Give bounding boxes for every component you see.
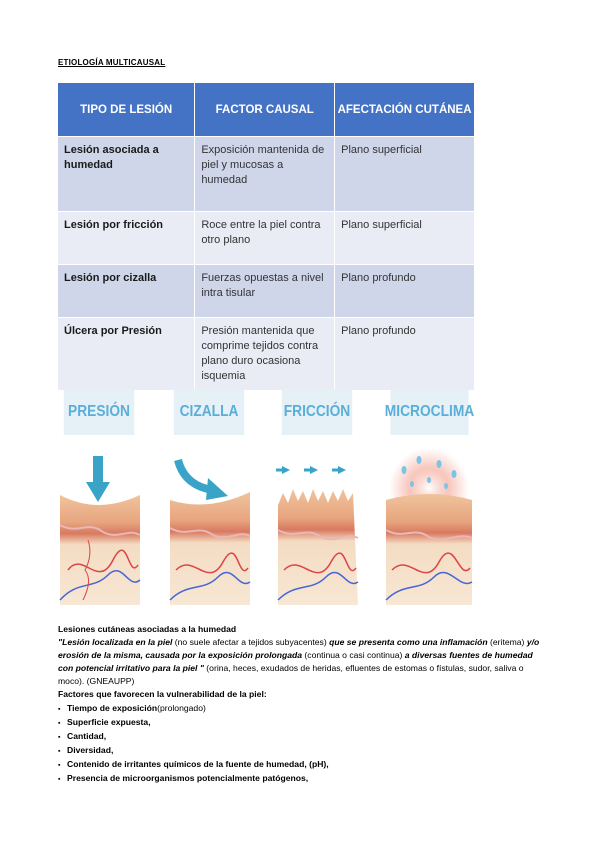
list-item: Presencia de microorganismos potencialme… (58, 772, 548, 786)
quote-part: y/o erosión de la misma, causada por la … (58, 637, 540, 661)
cell-factor: Presión mantenida que comprime tejidos c… (194, 317, 336, 390)
header-afectacion: AFECTACIÓN CUTÁNEA (334, 83, 475, 137)
presion-illustration (59, 456, 141, 605)
table-row: Úlcera por Presión Presión mantenida que… (58, 317, 475, 390)
cell-factor: Roce entre la piel contra otro plano (194, 211, 336, 265)
cizalla-illustration (169, 458, 251, 605)
header-factor-causal: FACTOR CAUSAL (194, 83, 336, 137)
cell-tipo: Lesión por cizalla (58, 264, 196, 318)
skin-damage-illustration (59, 448, 473, 605)
table-row: Lesión asociada a humedad Exposición man… (58, 136, 475, 212)
label-friccion: FRICCIÓN (281, 389, 353, 435)
body-text: Lesiones cutáneas asociadas a la humedad… (58, 623, 548, 786)
cell-tipo: Úlcera por Presión (58, 317, 196, 390)
section-heading: ETIOLOGÍA MULTICAUSAL (58, 58, 166, 67)
label-microclima: MICROCLIMA (385, 389, 474, 435)
paren-part: (orina, heces, exudados de heridas, eflu… (58, 663, 524, 687)
cell-factor: Fuerzas opuestas a nivel intra tisular (194, 264, 336, 318)
list-item: Superficie expuesta, (58, 716, 548, 730)
label-presion: PRESIÓN (63, 389, 135, 435)
paren-part: (continua o casi continua) (302, 650, 405, 661)
table-header-row: TIPO DE LESIÓN FACTOR CAUSAL AFECTACIÓN … (58, 83, 475, 137)
list-item: Tiempo de exposición(prolongado) (58, 702, 548, 716)
list-item: Diversidad, (58, 744, 548, 758)
label-cizalla: CIZALLA (173, 389, 245, 435)
factor-suffix: (prolongado) (157, 702, 206, 713)
cell-afectacion: Plano superficial (334, 136, 475, 212)
illustration-labels: PRESIÓN CIZALLA FRICCIÓN MICROCLIMA (58, 389, 475, 437)
quote-part: "Lesión localizada en la piel (58, 637, 173, 648)
cell-afectacion: Plano profundo (334, 264, 475, 318)
cell-tipo: Lesión asociada a humedad (58, 136, 196, 212)
microclima-illustration (385, 448, 473, 605)
list-item: Cantidad, (58, 730, 548, 744)
factors-title: Factores que favorecen la vulnerabilidad… (58, 689, 267, 700)
factor-text: Tiempo de exposición (67, 702, 158, 713)
factors-list: Tiempo de exposición(prolongado) Superfi… (58, 702, 548, 787)
quote-part: que se presenta como una inflamación (329, 637, 488, 648)
list-item: Contenido de irritantes químicos de la f… (58, 758, 548, 772)
cell-factor: Exposición mantenida de piel y mucosas a… (194, 136, 336, 212)
header-tipo-lesion: TIPO DE LESIÓN (58, 83, 196, 137)
subtitle: Lesiones cutáneas asociadas a la humedad (58, 624, 237, 634)
etiology-table: TIPO DE LESIÓN FACTOR CAUSAL AFECTACIÓN … (58, 83, 475, 390)
table-row: Lesión por cizalla Fuerzas opuestas a ni… (58, 264, 475, 318)
cell-tipo: Lesión por fricción (58, 211, 196, 265)
definition-paragraph: "Lesión localizada en la piel (no suele … (58, 636, 548, 688)
table-row: Lesión por fricción Roce entre la piel c… (58, 211, 475, 265)
paren-part: (no suele afectar a tejidos subyacentes) (172, 637, 330, 648)
friccion-illustration (276, 466, 359, 605)
cell-afectacion: Plano profundo (334, 317, 475, 390)
quote-part: a diversas fuentes de humedad con potenc… (58, 650, 533, 674)
cell-afectacion: Plano superficial (334, 211, 475, 265)
paren-part: (eritema) (487, 637, 527, 648)
